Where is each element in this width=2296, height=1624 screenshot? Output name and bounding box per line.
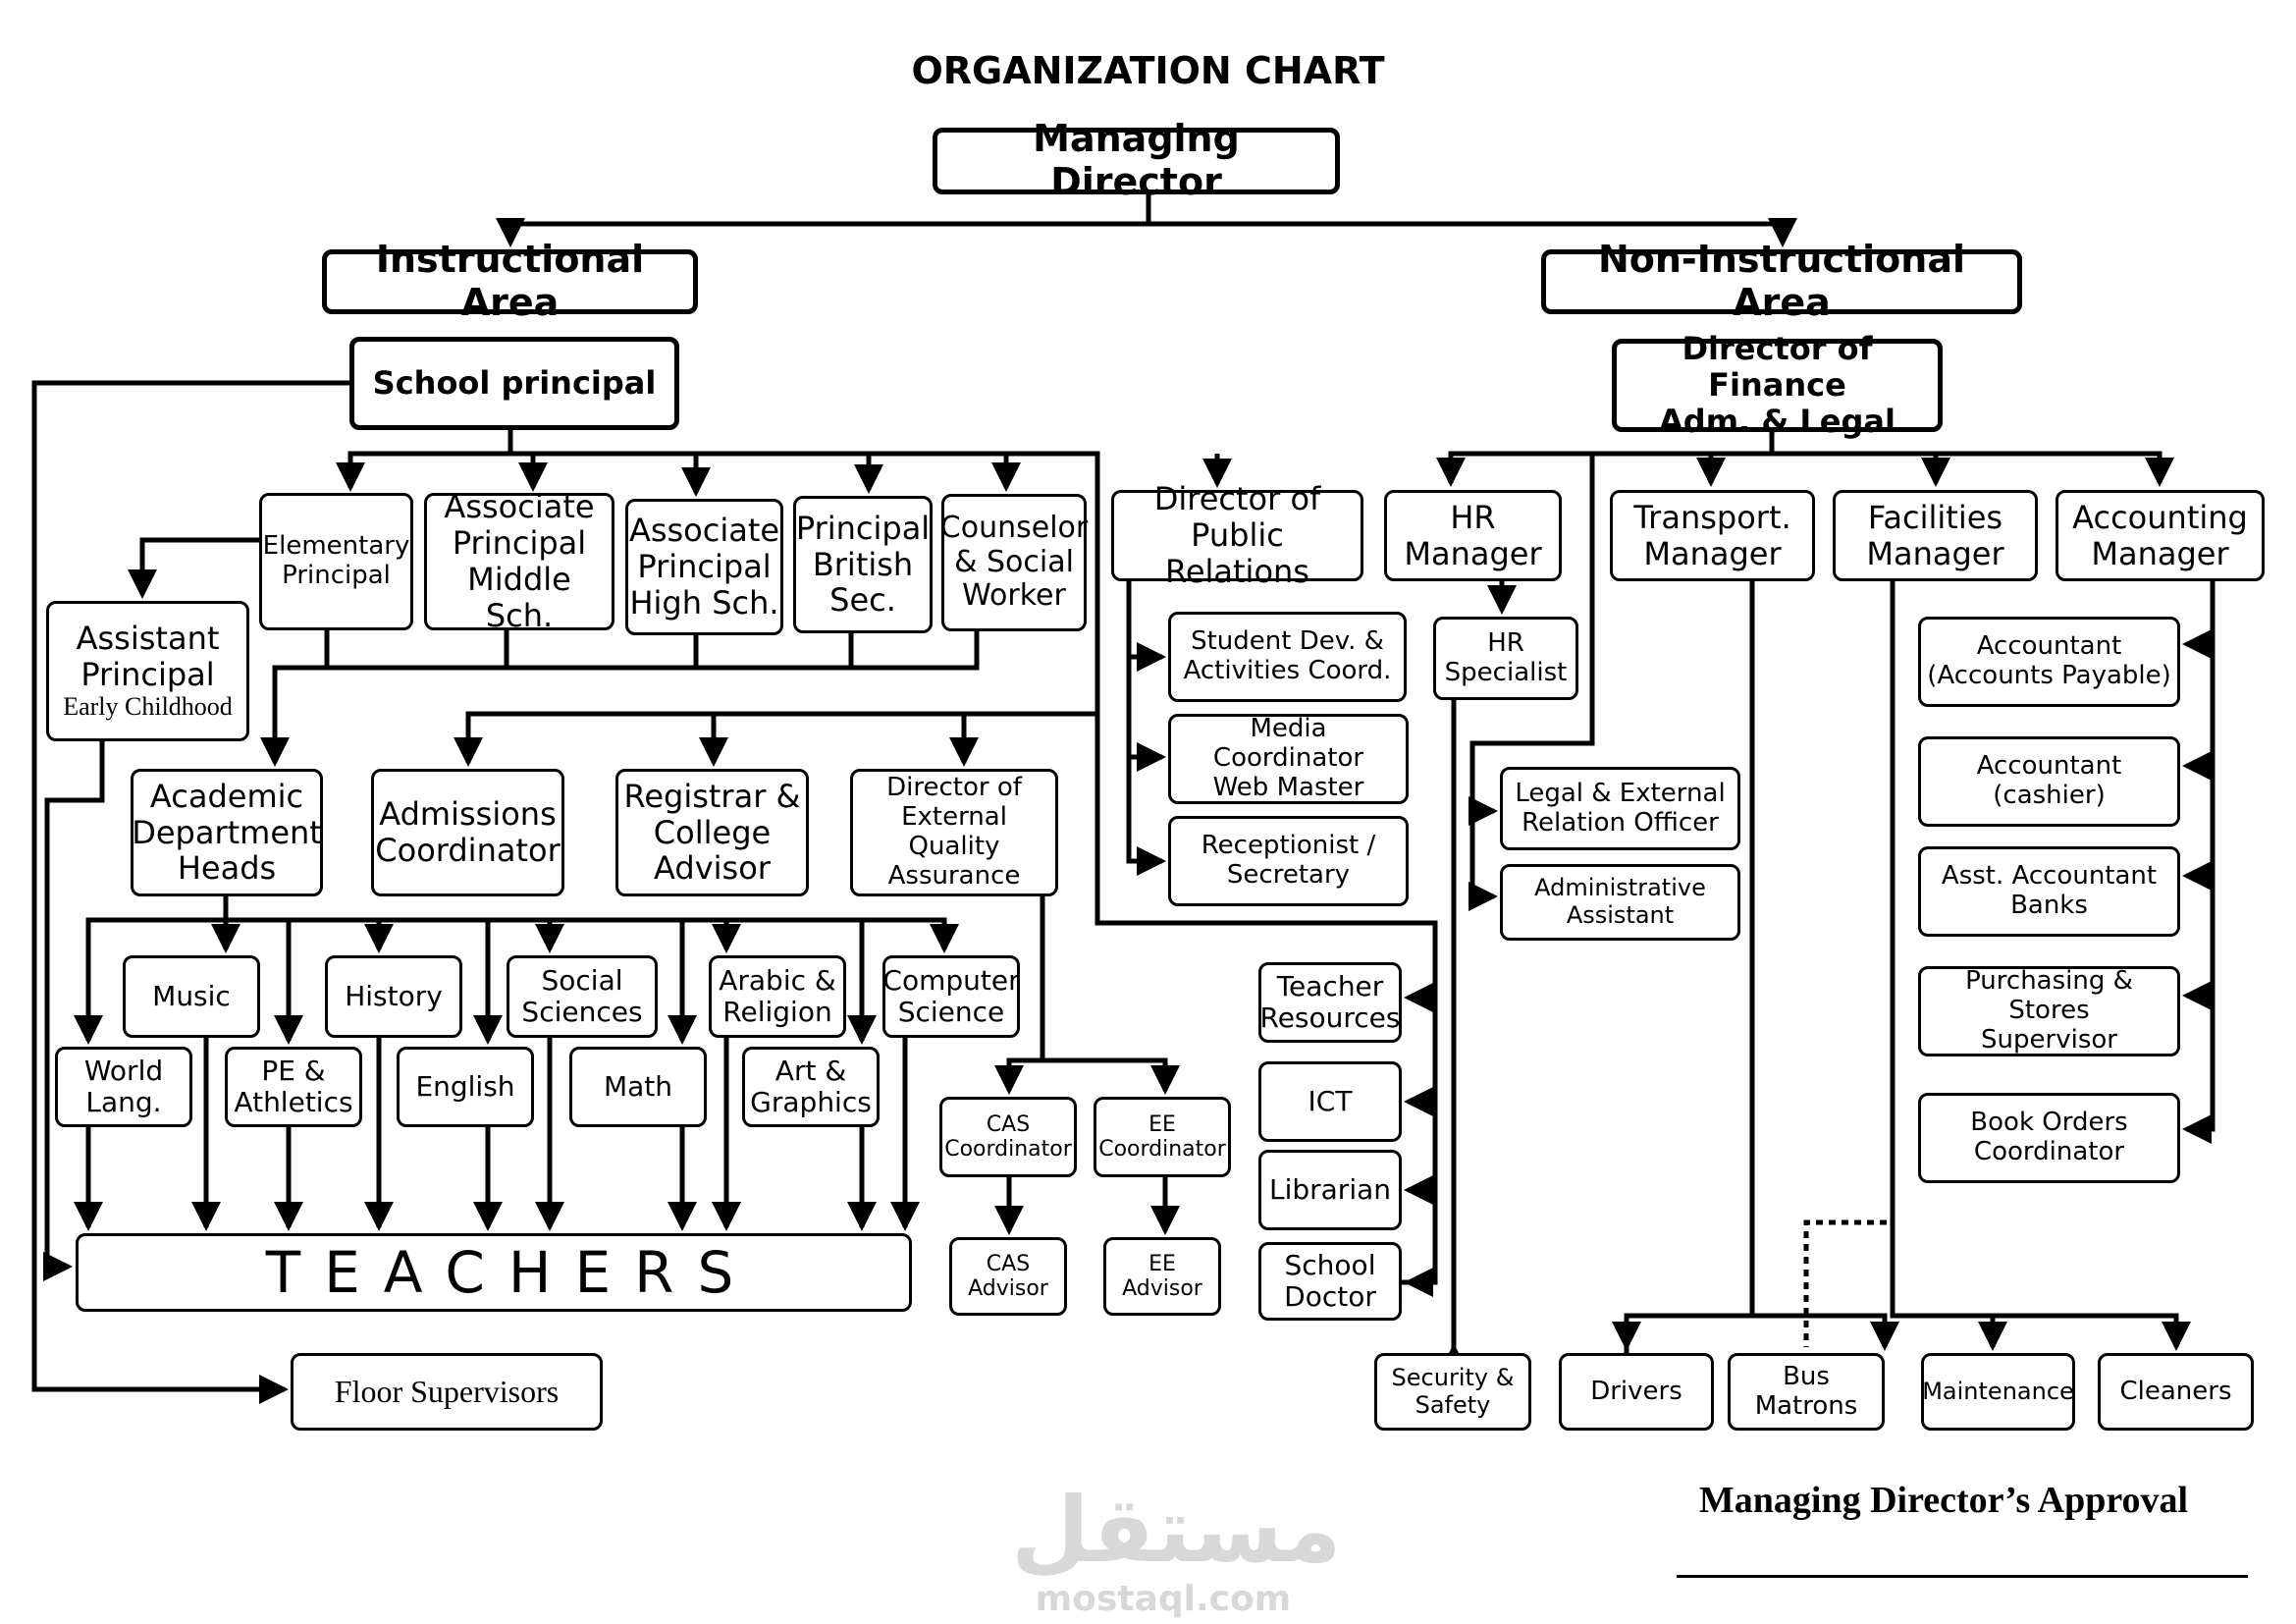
cleaners-box: Cleaners: [2098, 1353, 2254, 1431]
ict-box: ICT: [1258, 1061, 1402, 1142]
director-pr-box: Director of Public Relations: [1111, 481, 1363, 589]
dept-music-box: Music: [123, 955, 260, 1038]
floor-supervisors-box: Floor Supervisors: [291, 1353, 603, 1431]
managing-director-box: Managing Director: [933, 117, 1340, 203]
dept-history-box: History: [325, 955, 462, 1038]
hr-specialist-box: HR Specialist: [1433, 617, 1578, 700]
facilities-manager-box: Facilities Manager: [1833, 490, 2038, 581]
connector-line: [1624, 578, 1755, 1356]
accounting-manager-box: Accounting Manager: [2056, 490, 2265, 581]
hr-manager-box: HR Manager: [1384, 490, 1562, 581]
book-orders-box: Book Orders Coordinator: [1918, 1093, 2180, 1183]
cas-coordinator-box: CAS Coordinator: [939, 1097, 1077, 1177]
cas-advisor-box: CAS Advisor: [949, 1237, 1067, 1316]
dept-english-box: English: [397, 1047, 534, 1127]
security-box: Security & Safety: [1374, 1353, 1531, 1431]
elementary-principal-box: Elementary Principal: [259, 493, 413, 630]
librarian-box: Librarian: [1258, 1150, 1402, 1230]
assistant-principal-label: Assistant Principal: [76, 619, 220, 693]
drivers-box: Drivers: [1559, 1353, 1714, 1431]
connector-line: [1040, 1057, 1168, 1075]
connector-line: [1803, 1219, 1887, 1347]
director-finance-box: Director of Finance Adm. & Legal: [1612, 331, 1943, 439]
dept-math-box: Math: [569, 1047, 707, 1127]
counselor-box: Counselor & Social Worker: [940, 494, 1088, 631]
receptionist-box: Receptionist / Secretary: [1168, 816, 1409, 906]
chart-title: ORGANIZATION CHART: [911, 49, 1385, 92]
admissions-box: Admissions Coordinator: [371, 769, 564, 896]
school-doctor-box: School Doctor: [1258, 1242, 1402, 1321]
signature-line: [1677, 1575, 2248, 1578]
watermark-url: mostaql.com: [1035, 1579, 1292, 1619]
dept-computer-science-box: Computer Science: [882, 955, 1020, 1038]
bus-matrons-box: Bus Matrons: [1728, 1353, 1885, 1431]
non-instructional-area-box: Non-Instructional Area: [1541, 238, 2022, 324]
connector-line: [44, 738, 105, 1270]
accountant-cashier-box: Accountant (cashier): [1918, 736, 2180, 827]
asst-accountant-box: Asst. Accountant Banks: [1918, 846, 2180, 937]
connector-arrow: [260, 665, 290, 768]
ee-advisor-box: EE Advisor: [1103, 1237, 1221, 1316]
teachers-box: TEACHERS: [76, 1233, 912, 1312]
transport-manager-box: Transport. Manager: [1610, 490, 1815, 581]
approval-label: Managing Director’s Approval: [1698, 1480, 2189, 1521]
accountant-payable-box: Accountant (Accounts Payable): [1918, 617, 2180, 707]
connector-line: [31, 380, 353, 1392]
school-principal-box: School principal: [349, 337, 679, 430]
connector-line: [1890, 578, 2179, 1319]
purchasing-box: Purchasing & Stores Supervisor: [1918, 966, 2180, 1056]
dept-art-graphics-box: Art & Graphics: [742, 1047, 880, 1127]
dept-pe-athletics-box: PE & Athletics: [225, 1047, 362, 1127]
director-eqa-box: Director of External Quality Assurance: [850, 769, 1058, 896]
media-coord-box: Media Coordinator Web Master: [1168, 714, 1409, 804]
maintenance-box: Maintenance: [1921, 1353, 2075, 1431]
principal-british-box: Principal British Sec.: [793, 496, 933, 633]
dept-social-sciences-box: Social Sciences: [507, 955, 658, 1038]
assoc-principal-high-box: Associate Principal High Sch.: [625, 499, 783, 635]
assoc-principal-middle-box: Associate Principal Middle Sch.: [424, 489, 614, 633]
early-childhood-label: Early Childhood: [63, 692, 233, 722]
academic-heads-box: Academic Department Heads: [131, 769, 323, 896]
watermark-logo: مستقل: [1011, 1478, 1342, 1583]
dept-arabic-religion-box: Arabic & Religion: [709, 955, 846, 1038]
ee-coordinator-box: EE Coordinator: [1094, 1097, 1231, 1177]
legal-officer-box: Legal & External Relation Officer: [1500, 767, 1740, 850]
student-dev-box: Student Dev. & Activities Coord.: [1168, 612, 1407, 702]
dept-world-lang-box: World Lang.: [55, 1047, 192, 1127]
assistant-principal-box: Assistant Principal Early Childhood: [46, 601, 249, 741]
instructional-area-box: Instructional Area: [322, 238, 698, 324]
registrar-box: Registrar & College Advisor: [615, 769, 809, 896]
teacher-resources-box: Teacher Resources: [1258, 962, 1402, 1043]
admin-assistant-box: Administrative Assistant: [1500, 864, 1740, 941]
